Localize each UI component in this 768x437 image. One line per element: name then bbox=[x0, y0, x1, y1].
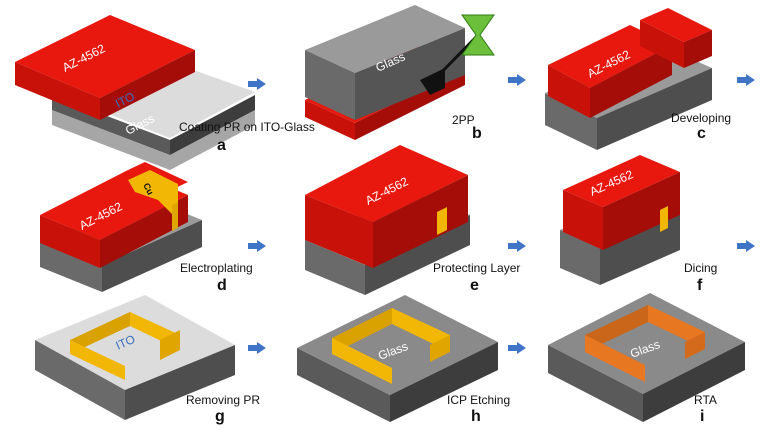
caption-f: Dicing bbox=[684, 261, 718, 275]
pr-side-e bbox=[373, 175, 468, 268]
panel-i: Glass bbox=[548, 293, 745, 422]
arrow-d-to-e bbox=[248, 240, 266, 252]
glass-front-d bbox=[40, 240, 102, 292]
glass-side-h bbox=[390, 342, 498, 422]
metal-post-e bbox=[437, 207, 447, 235]
glass-side-b bbox=[355, 28, 465, 120]
metal-wall-left-g bbox=[70, 340, 125, 380]
pr-small-top-c bbox=[640, 8, 712, 42]
arrow-h-to-i bbox=[508, 342, 526, 354]
pr-front-a bbox=[15, 62, 100, 120]
panel-a: AZ-4562 ITO Glass bbox=[15, 15, 255, 170]
panel-e: AZ-4562 bbox=[305, 145, 470, 295]
pr-top-e bbox=[305, 145, 468, 222]
panel-g: ITO bbox=[35, 295, 235, 420]
pr-front-f bbox=[563, 190, 603, 250]
glass-top-h bbox=[297, 295, 498, 395]
metal-post-d bbox=[172, 202, 178, 231]
arrow-a-to-b bbox=[248, 78, 266, 90]
metal-wall-back-h bbox=[332, 308, 392, 354]
glass-front-c bbox=[545, 93, 597, 150]
glass-side-c bbox=[597, 68, 712, 150]
metal-wall-back-g bbox=[70, 312, 130, 354]
step-letter-a: a bbox=[217, 137, 226, 154]
caption-a: Coating PR on ITO-Glass bbox=[179, 120, 315, 134]
pr-side-a bbox=[100, 50, 195, 120]
metal-label-d: Cu bbox=[141, 181, 155, 196]
glass-top-i bbox=[548, 293, 745, 394]
glass-front-h bbox=[297, 348, 390, 422]
step-letter-e: e bbox=[470, 277, 479, 294]
ito-top-g bbox=[35, 295, 235, 390]
pr-side-f bbox=[603, 172, 680, 250]
laser-hourglass-b bbox=[461, 14, 495, 56]
step-letter-g: g bbox=[215, 408, 225, 425]
caption-i: RTA bbox=[694, 393, 717, 407]
step-letter-h: h bbox=[471, 408, 481, 425]
caption-h: ICP Etching bbox=[447, 393, 511, 407]
metal-wall-right-h bbox=[392, 308, 450, 352]
metal-wall-left-h bbox=[332, 338, 392, 384]
glass-side-i bbox=[643, 342, 745, 422]
panel-c: AZ-4562 bbox=[545, 8, 712, 150]
step-letter-c: c bbox=[697, 125, 706, 142]
panel-f: AZ-4562 bbox=[560, 155, 680, 285]
glass-front-b bbox=[305, 50, 355, 120]
pr-top-f bbox=[563, 155, 680, 207]
glass-top-b bbox=[305, 5, 465, 73]
arrow-g-to-h bbox=[248, 342, 266, 354]
glass-side-g bbox=[125, 345, 235, 420]
glass-block-front-a bbox=[170, 95, 255, 155]
arrow-c-to-next bbox=[737, 74, 755, 86]
metal-wall-left-i bbox=[585, 335, 645, 382]
glass-side-e bbox=[365, 215, 470, 295]
pr-small-side-c bbox=[684, 30, 712, 68]
arrow-b-to-c bbox=[508, 74, 526, 86]
step-letter-d: d bbox=[217, 277, 227, 294]
pr-front-d bbox=[40, 215, 100, 268]
caption-d: Electroplating bbox=[180, 261, 253, 275]
metal-wall-right-i bbox=[648, 305, 705, 349]
caption-e: Protecting Layer bbox=[433, 261, 521, 275]
metal-wall-tab-i bbox=[685, 332, 705, 359]
pr-front-c bbox=[548, 65, 590, 118]
metal-wall-tab-g bbox=[160, 330, 180, 360]
pr-side-c bbox=[590, 45, 672, 118]
panel-h: Glass bbox=[297, 295, 498, 422]
pr-top-a bbox=[15, 15, 195, 98]
caption-b: 2PP bbox=[452, 113, 475, 127]
pr-front-b bbox=[305, 100, 355, 140]
glass-front-i bbox=[548, 345, 643, 422]
glass-side-d bbox=[102, 220, 202, 292]
pr-small-front-c bbox=[640, 20, 684, 68]
arrow-f-to-next bbox=[737, 240, 755, 252]
metal-wall-tab-h bbox=[430, 335, 450, 362]
step-letter-b: b bbox=[472, 125, 482, 142]
glass-front-e bbox=[305, 240, 365, 295]
caption-c: Developing bbox=[671, 111, 732, 125]
step-letter-i: i bbox=[700, 408, 705, 425]
panel-d: Cu AZ-4562 bbox=[40, 162, 202, 292]
metal-wall-back-i bbox=[585, 305, 648, 352]
panel-b: Glass bbox=[305, 5, 495, 140]
metal-strip-d bbox=[128, 170, 178, 214]
glass-lower-a bbox=[52, 110, 255, 170]
pr-side-d bbox=[100, 195, 188, 268]
pr-front-e bbox=[305, 195, 373, 268]
caption-g: Removing PR bbox=[186, 393, 261, 407]
metal-post-f bbox=[660, 206, 668, 232]
step-letter-f: f bbox=[697, 277, 703, 294]
glass-front-g bbox=[35, 340, 125, 420]
arrow-e-to-f bbox=[508, 240, 526, 252]
